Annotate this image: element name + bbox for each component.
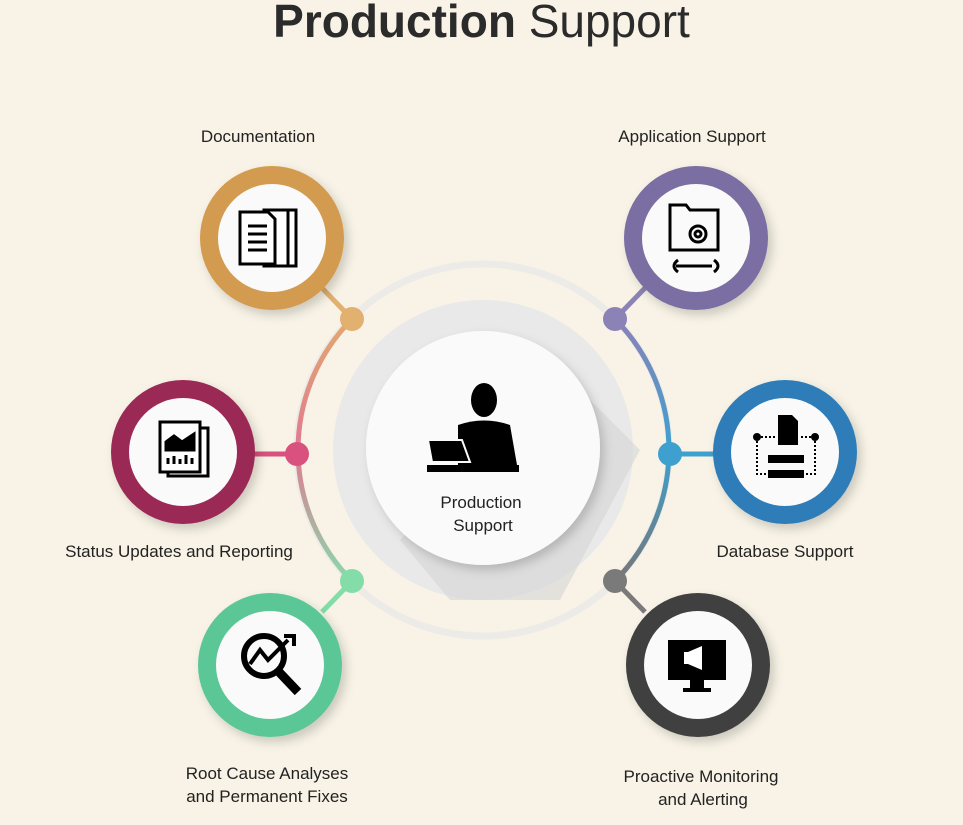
item-root-cause[interactable]: Root Cause Analyses and Permanent Fixes: [186, 593, 349, 806]
node-dot-monitoring: [603, 569, 627, 593]
database-server-icon: [753, 415, 819, 478]
item-label: Documentation: [201, 127, 315, 146]
item-documentation[interactable]: Documentation: [200, 127, 344, 310]
item-database-support[interactable]: Database Support: [713, 380, 857, 561]
item-label-line1: Root Cause Analyses: [186, 764, 349, 783]
node-dot-status: [285, 442, 309, 466]
item-label-line1: Proactive Monitoring: [624, 767, 779, 786]
monitor-megaphone-icon: [668, 640, 726, 692]
item-application-support[interactable]: Application Support: [618, 127, 768, 310]
folder-gear-wrench-icon: [668, 203, 720, 274]
node-dot-documentation: [340, 307, 364, 331]
item-label: Application Support: [618, 127, 766, 146]
item-label: Database Support: [716, 542, 853, 561]
item-status-updates[interactable]: Status Updates and Reporting: [65, 380, 293, 561]
item-label: Status Updates and Reporting: [65, 542, 293, 561]
center-label-line2: Support: [453, 516, 513, 535]
title-light: Support: [528, 0, 690, 47]
node-dot-application: [603, 307, 627, 331]
magnifier-chart-icon: [241, 633, 302, 696]
node-dot-database: [658, 442, 682, 466]
report-chart-icon: [158, 420, 210, 478]
documents-icon: [238, 208, 298, 268]
item-label-line2: and Permanent Fixes: [186, 787, 348, 806]
businessman-laptop-icon: [426, 383, 519, 472]
node-dot-rootcause: [340, 569, 364, 593]
page-title: Production Support: [0, 0, 963, 48]
item-label-line2: and Alerting: [658, 790, 748, 809]
item-proactive-monitoring[interactable]: Proactive Monitoring and Alerting: [624, 593, 779, 809]
center-label-line1: Production: [440, 493, 521, 512]
title-bold: Production: [273, 0, 516, 47]
